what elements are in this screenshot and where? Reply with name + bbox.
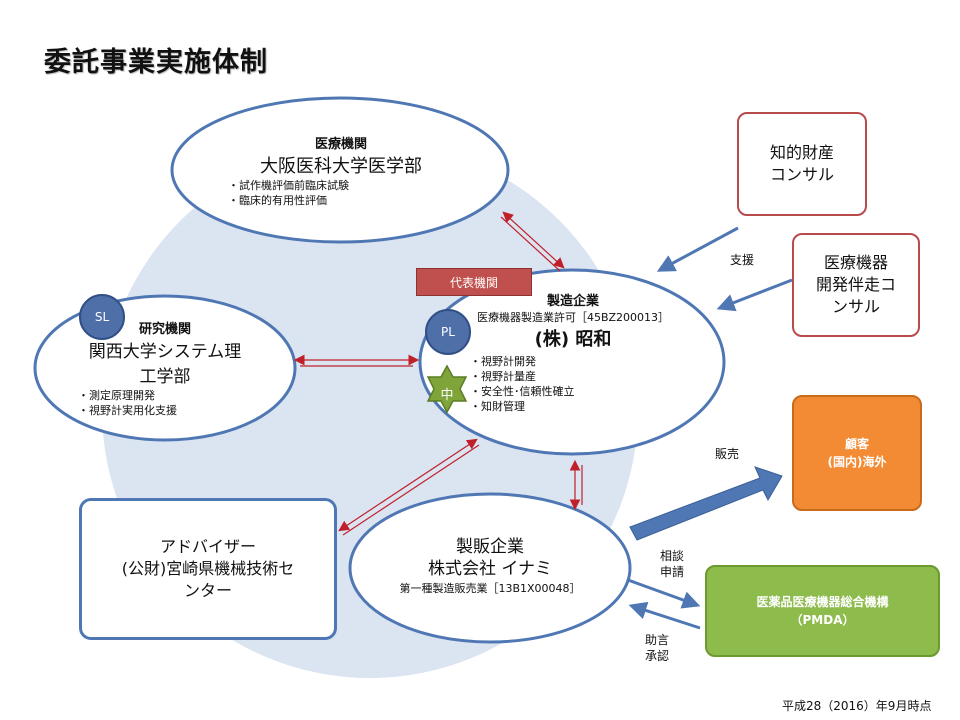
pmda-line2: （PMDA） <box>790 613 855 627</box>
showa-item: 視野計量産 <box>470 369 575 384</box>
sales-arrow <box>629 466 783 541</box>
consult-label: 相談 申請 <box>660 548 684 580</box>
device-consult-box: 医療機器 開発伴走コ ンサル <box>792 233 920 337</box>
kansai-item: 測定原理開発 <box>78 388 177 403</box>
inami-license: 第一種製造販売業［13B1X00048］ <box>399 582 581 595</box>
customer-line1: 顧客 <box>844 437 869 451</box>
star-label: 中 <box>440 388 454 403</box>
adviser-line2: (公財)宮崎県機械技術セ <box>121 559 295 578</box>
kansai-items: 測定原理開発 視野計実用化支援 <box>78 388 177 418</box>
showa-category: 製造企業 <box>546 294 599 309</box>
osaka-med-text: 医療機関 大阪医科大学医学部 <box>236 133 446 178</box>
sales-label: 販売 <box>715 447 740 461</box>
ip-consult-line1: 知的財産 <box>769 143 834 162</box>
inami-name: 株式会社 イナミ <box>427 559 553 579</box>
device-consult-line2: 開発伴走コ <box>815 275 896 294</box>
arrow-adviser-showa-a <box>338 438 478 532</box>
showa-license: 医療機器製造業許可［45BZ200013］ <box>476 311 670 324</box>
advice-arrow <box>628 601 701 630</box>
kansai-name-line1: 関西大学システム理 <box>88 342 242 362</box>
showa-items: 視野計開発 視野計量産 安全性･信頼性確立 知財管理 <box>470 354 575 414</box>
showa-text: 製造企業 医療機器製造業許可［45BZ200013］ (株) 昭和 <box>466 290 680 351</box>
showa-item: 知財管理 <box>470 399 575 414</box>
device-consult-line1: 医療機器 <box>823 253 888 272</box>
inami-category: 製販企業 <box>456 537 524 557</box>
arrow-osaka-showa-b <box>500 216 561 272</box>
kansai-item: 視野計実用化支援 <box>78 403 177 418</box>
inami-text: 製販企業 株式会社 イナミ 第一種製造販売業［13B1X00048］ <box>390 536 590 596</box>
customer-line2: (国内)海外 <box>827 455 887 469</box>
advice-label-line2: 承認 <box>645 649 670 663</box>
support-arrow-ip <box>656 226 739 272</box>
adviser-line1: アドバイザー <box>159 537 256 556</box>
support-label: 支援 <box>730 253 755 267</box>
kansai-name-line2: 工学部 <box>139 367 191 387</box>
osaka-med-item: 試作機評価前臨床試験 <box>228 178 349 193</box>
star-shape <box>426 364 468 414</box>
osaka-med-name: 大阪医科大学医学部 <box>260 156 422 177</box>
adviser-box: アドバイザー (公財)宮崎県機械技術セ ンター <box>79 498 337 640</box>
support-arrow-device <box>716 278 793 312</box>
sl-badge: SL <box>79 294 125 340</box>
device-consult-line3: ンサル <box>831 297 880 316</box>
footer-date: 平成28（2016）年9月時点 <box>782 699 932 713</box>
consult-arrow <box>627 578 701 609</box>
representative-tag: 代表機関 <box>416 268 532 296</box>
customer-box: 顧客 (国内)海外 <box>792 395 922 511</box>
kansai-text: 研究機関 関西大学システム理 工学部 <box>70 318 260 387</box>
kansai-category: 研究機関 <box>138 322 191 337</box>
showa-item: 視野計開発 <box>470 354 575 369</box>
showa-item: 安全性･信頼性確立 <box>470 384 575 399</box>
pmda-box: 医薬品医療機器総合機構 （PMDA） <box>705 565 940 657</box>
ip-consult-line2: コンサル <box>769 165 834 184</box>
advice-label: 助言 承認 <box>645 632 669 664</box>
arrow-osaka-showa-a <box>502 211 565 269</box>
pmda-line1: 医薬品医療機器総合機構 <box>756 595 889 609</box>
adviser-line3: ンター <box>183 581 232 600</box>
consult-label-line1: 相談 <box>660 549 685 563</box>
osaka-med-item: 臨床的有用性評価 <box>228 193 349 208</box>
consult-label-line2: 申請 <box>660 565 685 579</box>
advice-label-line1: 助言 <box>645 633 670 647</box>
osaka-med-category: 医療機関 <box>314 137 367 152</box>
ip-consult-box: 知的財産 コンサル <box>737 112 867 216</box>
page-title: 委託事業実施体制 <box>44 47 268 78</box>
showa-name: (株) 昭和 <box>534 329 612 350</box>
osaka-med-items: 試作機評価前臨床試験 臨床的有用性評価 <box>228 178 349 208</box>
pl-badge: PL <box>425 309 471 355</box>
arrow-adviser-showa-b <box>342 444 480 536</box>
